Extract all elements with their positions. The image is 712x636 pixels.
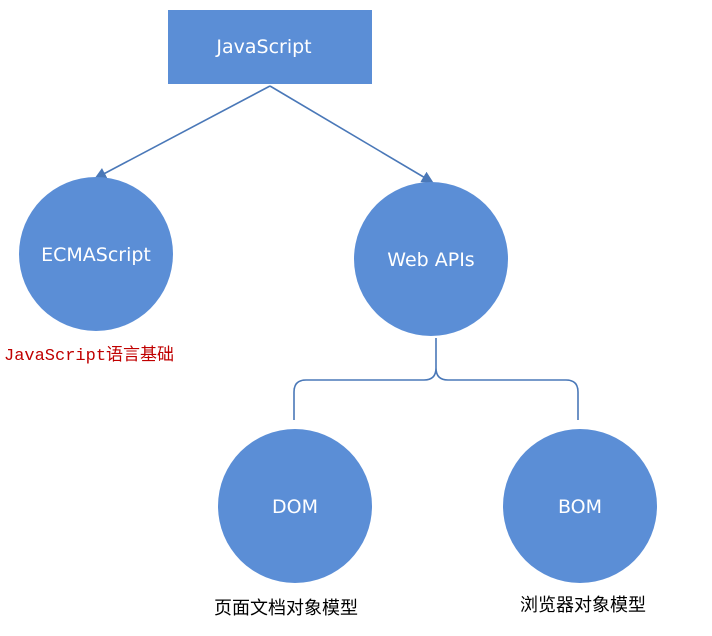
ecmascript-caption: JavaScript语言基础 — [4, 345, 174, 366]
javascript-box — [168, 10, 372, 84]
arrow-javascript-to-web-apis — [269, 85, 434, 184]
web-apis-node — [354, 182, 508, 336]
bom-caption: 浏览器对象模型 — [520, 595, 646, 616]
brace-connector — [293, 338, 579, 420]
javascript-label: JavaScript — [215, 36, 311, 58]
dom-node — [218, 429, 372, 583]
bom-label: BOM — [558, 496, 602, 518]
web-apis-label: Web APIs — [387, 249, 474, 271]
ecmascript-caption-rest: 语言基础 — [106, 345, 174, 365]
bom-node — [503, 429, 657, 583]
arrow-javascript-to-ecmascript — [94, 85, 271, 179]
ecmascript-label: ECMAScript — [41, 244, 151, 266]
dom-label: DOM — [272, 496, 318, 518]
ecmascript-node — [19, 177, 173, 331]
dom-caption: 页面文档对象模型 — [214, 598, 358, 619]
ecmascript-caption-code: JavaScript — [4, 347, 106, 366]
